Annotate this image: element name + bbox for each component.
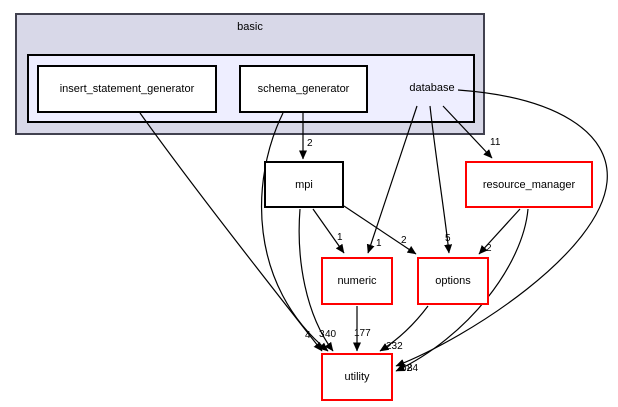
node-utility[interactable]: utility [321,353,393,401]
node-database[interactable]: database [409,82,455,94]
edge-resource_manager-to-options [478,208,521,255]
edge-label-database-to-resource_manager: 11 [490,137,501,148]
edge-mpi-to-utility [298,208,334,352]
edge-label-resource_manager-to-options: 2 [486,243,492,254]
edge-database-to-resource_manager [442,105,493,159]
edge-label-mpi-to-options: 2 [401,235,407,246]
edge-database-to-utility [395,89,608,367]
edge-options-to-utility [379,305,429,352]
edge-label-mpi-to-utility: 40 [325,329,337,340]
node-schema_generator[interactable]: schema_generator [239,65,368,113]
edge-label-database-to-utility: 84 [407,363,419,374]
node-options[interactable]: options [417,257,489,305]
cluster-basic-label[interactable]: basic [237,21,263,33]
edge-mpi-to-numeric [312,208,345,254]
edge-label-numeric-to-utility: 177 [354,328,371,339]
node-numeric[interactable]: numeric [321,257,393,305]
edge-schema_generator-to-utility [260,112,329,352]
edge-label-mpi-to-numeric: 1 [337,232,343,243]
edge-database-to-options [429,105,453,254]
edge-database-to-numeric [366,105,418,254]
node-insert_statement_generator[interactable]: insert_statement_generator [37,65,217,113]
node-mpi[interactable]: mpi [264,161,344,208]
edge-label-database-to-numeric: 1 [376,238,382,249]
edge-label-schema_generator-to-mpi: 2 [307,138,313,149]
edge-mpi-to-options [343,205,417,255]
edge-label-options-to-utility: 232 [386,341,403,352]
node-resource_manager[interactable]: resource_manager [465,161,593,208]
edge-label-database-to-options: 5 [445,233,451,244]
edge-label-resource_manager-to-utility: 62 [401,363,413,374]
edge-label-insert_statement_generator-to-utility: 4 [305,330,311,341]
